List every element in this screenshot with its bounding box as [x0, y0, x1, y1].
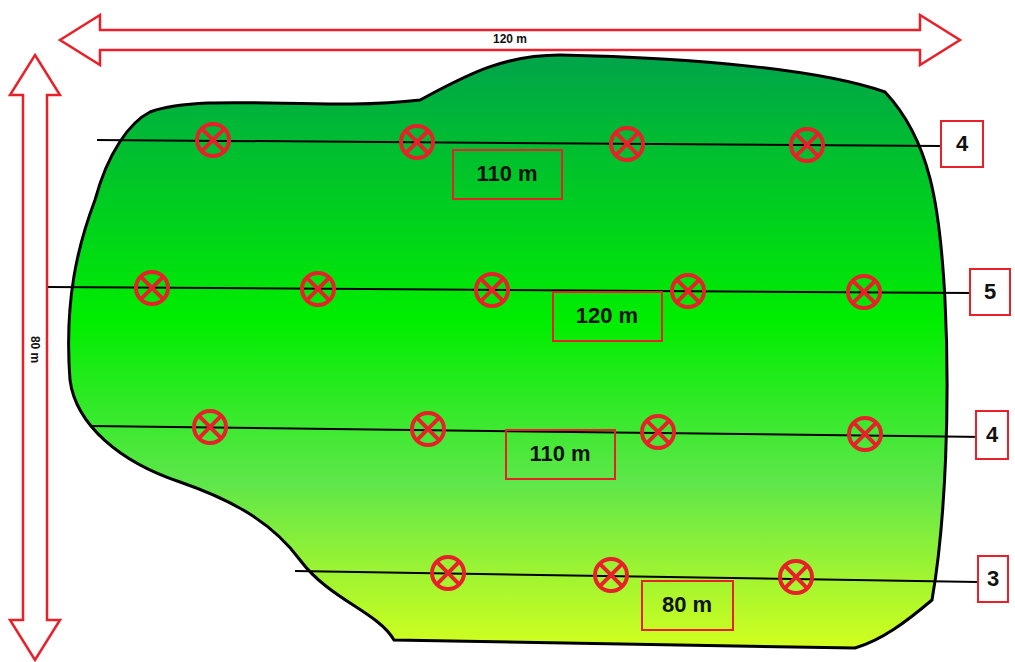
sampling-point: [476, 274, 508, 306]
transect-length-box: 80 m: [641, 580, 734, 631]
point-count-box: 3: [977, 555, 1009, 603]
width-dimension: 120 m: [491, 33, 529, 46]
sampling-point: [791, 129, 823, 161]
point-count: 4: [956, 132, 968, 156]
sampling-point: [302, 273, 334, 305]
sampling-point: [136, 272, 168, 304]
sampling-point: [780, 561, 812, 593]
sampling-point: [197, 124, 229, 156]
transect-length-box: 110 m: [452, 149, 563, 200]
sampling-point: [848, 276, 880, 308]
sampling-point: [642, 416, 674, 448]
transect-length: 80 m: [662, 593, 712, 617]
transect-length: 120 m: [576, 304, 638, 328]
sampling-points: [136, 124, 881, 593]
sampling-point: [611, 128, 643, 160]
transect-lines: [48, 140, 985, 582]
point-count-box: 4: [975, 410, 1009, 460]
transect-length: 110 m: [529, 442, 590, 466]
point-count-box: 5: [969, 268, 1011, 316]
sampling-point: [412, 413, 444, 445]
point-count: 4: [986, 423, 998, 447]
sampling-point: [194, 411, 226, 443]
point-count: 3: [987, 567, 999, 591]
field-outline: [69, 55, 947, 648]
transect-length-box: 120 m: [552, 291, 663, 342]
point-count: 5: [984, 280, 996, 304]
sampling-point: [401, 126, 433, 158]
transect-length: 110 m: [476, 162, 537, 186]
sampling-point: [595, 559, 627, 591]
height-dimension: 80 m: [28, 334, 41, 365]
height-dimension-arrow: [10, 55, 60, 660]
transect-length-box: 110 m: [505, 429, 616, 480]
sampling-point: [432, 557, 464, 589]
sampling-point: [672, 275, 704, 307]
sampling-point: [849, 418, 881, 450]
point-count-box: 4: [940, 120, 984, 168]
width-dimension-arrow: [60, 15, 960, 65]
